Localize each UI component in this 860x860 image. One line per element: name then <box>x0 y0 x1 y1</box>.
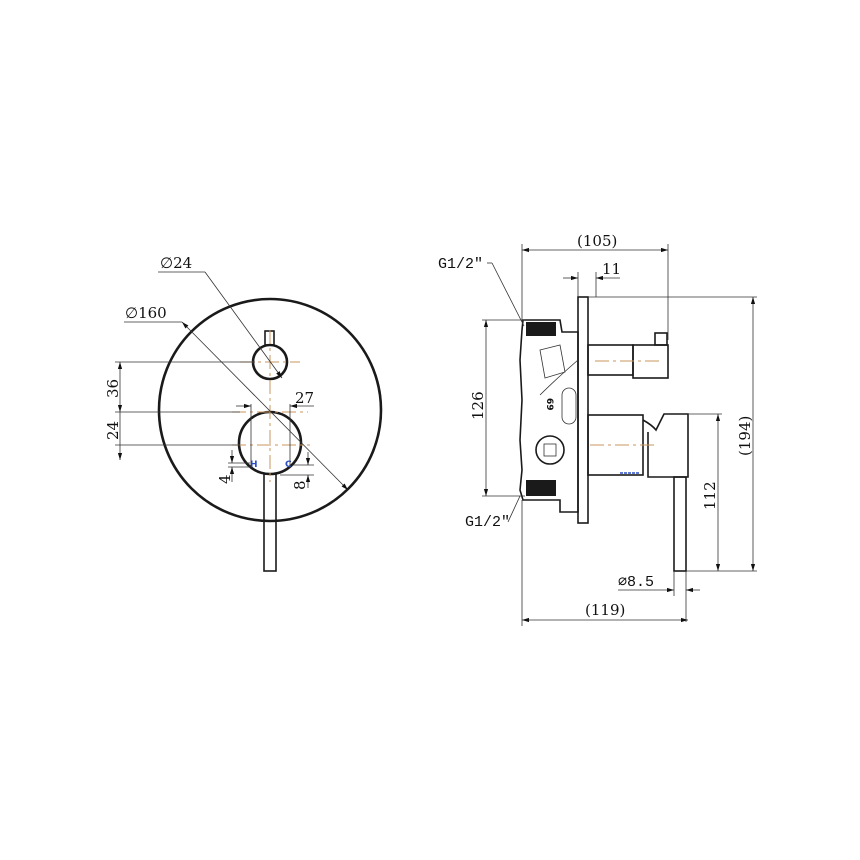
dim-24: 24 <box>104 421 122 440</box>
inlet-square <box>543 443 557 457</box>
dim-diameter-8-5: ∅8.5 <box>618 574 654 591</box>
diverter-shaft <box>587 344 634 376</box>
leader-thread-bottom <box>507 495 521 523</box>
dim-8: 8 <box>291 480 309 490</box>
body-marking: 69 <box>544 398 554 411</box>
dim-105: (105) <box>577 232 617 250</box>
dim-126: 126 <box>469 391 487 420</box>
dim-112: 112 <box>701 481 719 510</box>
front-view: H C ∅24 ∅160 36 24 27 4 8 <box>104 254 383 572</box>
dim-11: 11 <box>602 260 621 278</box>
dim-diameter-160: ∅160 <box>125 304 167 322</box>
dim-27: 27 <box>295 389 314 407</box>
dim-diameter-24: ∅24 <box>160 254 192 272</box>
cold-label: C <box>285 460 292 470</box>
leader-thread-top <box>491 262 525 327</box>
thread-bottom <box>526 480 556 496</box>
diverter-pin <box>654 332 668 346</box>
dim-119: (119) <box>585 601 625 619</box>
mixer-lever <box>263 473 277 572</box>
leader-d160 <box>181 321 349 491</box>
dim-194: (194) <box>736 416 754 456</box>
thread-label-top: G1/2" <box>438 256 483 273</box>
dim-4: 4 <box>216 474 234 484</box>
dim-36: 36 <box>104 379 122 398</box>
thread-label-bottom: G1/2" <box>465 514 510 531</box>
lever-side <box>673 476 687 572</box>
wall-plate-side <box>577 296 589 524</box>
wall-plate-outline <box>157 297 383 523</box>
inlet-fitting <box>535 435 565 465</box>
side-view: 69 (105) 11 G1/2" G1/2" 126 <box>438 232 757 626</box>
valve-body <box>519 319 579 513</box>
body-slot-detail <box>561 387 577 425</box>
mixer-head <box>642 413 689 478</box>
cartridge-detail <box>539 344 566 379</box>
thread-top <box>526 322 556 336</box>
body-curve-detail <box>539 359 579 396</box>
